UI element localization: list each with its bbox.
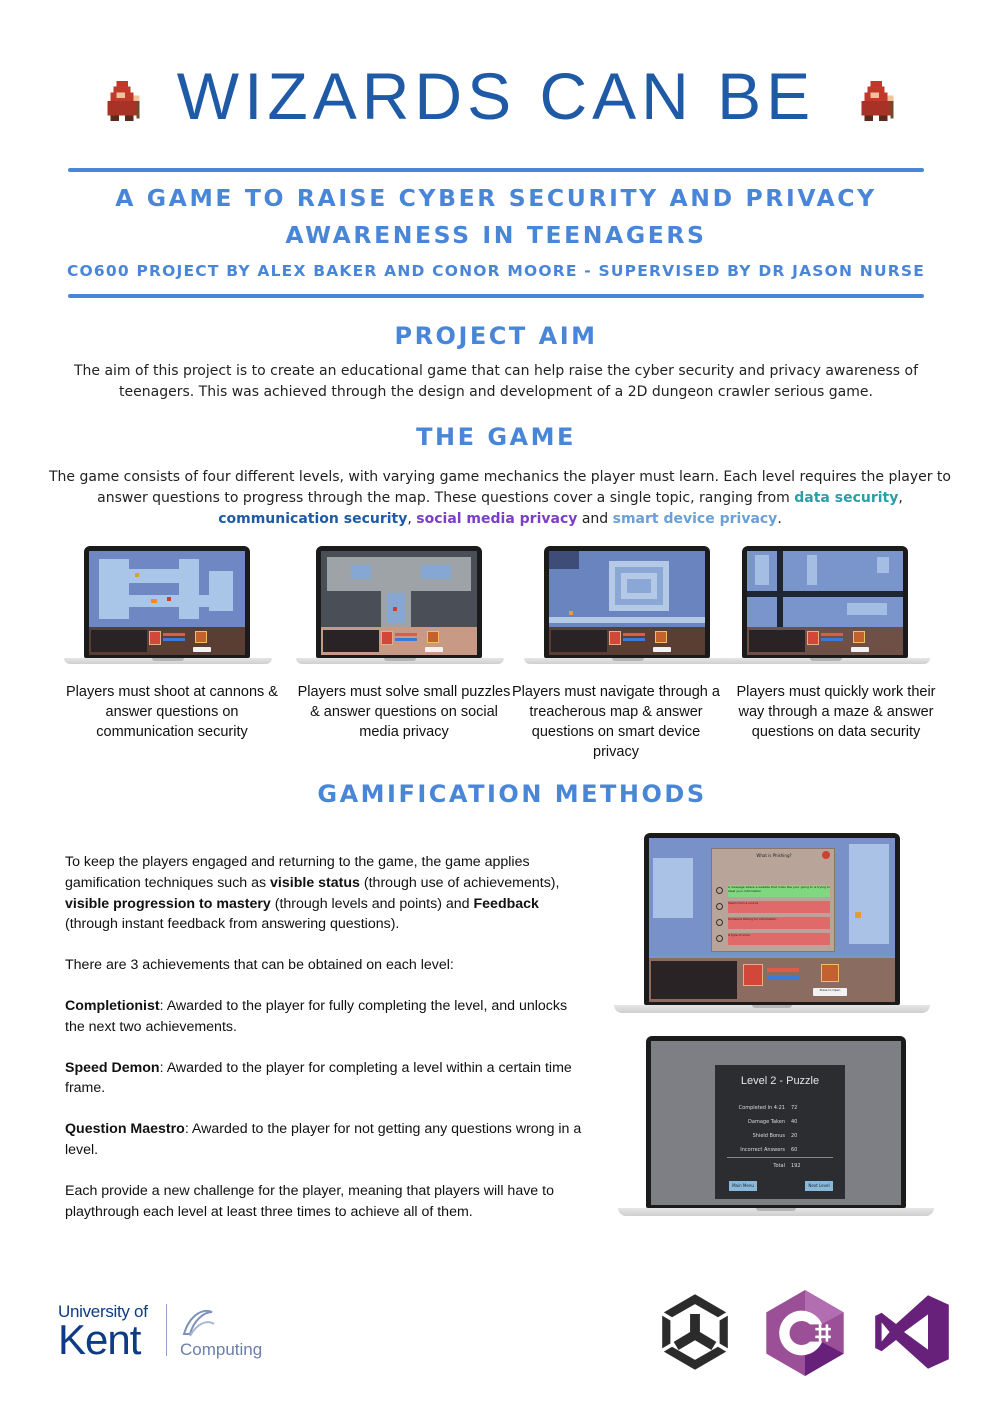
achievement-completionist: Completionist: Awarded to the player for… [65,996,585,1038]
quiz-answer[interactable]: A type of virus [728,933,830,945]
achievement-desc: : Awarded to the player for fully comple… [65,997,568,1035]
results-value: 40 [791,1119,798,1125]
visual-studio-logo-icon [875,1295,949,1369]
results-value: 60 [791,1147,798,1153]
csharp-logo-icon [766,1290,844,1376]
results-value: 72 [791,1105,798,1111]
level-4-caption: Players must quickly work their way thro… [736,684,936,740]
computing-swirl-icon [182,1309,215,1337]
the-game-heading: THE GAME [416,423,576,451]
gamification-text: To keep the players engaged and returnin… [65,852,585,1242]
term-feedback: Feedback [473,895,539,912]
level-3-screenshot [524,546,732,666]
department-name: Computing [180,1340,263,1359]
project-byline: CO600 PROJECT BY ALEX BAKER AND CONOR MO… [66,262,926,280]
project-aim-text: The aim of this project is to create an … [73,363,919,400]
results-label: Damage Taken [748,1119,785,1125]
results-panel: Level 2 - Puzzle Completed In 4:21 72 Da… [715,1065,845,1199]
level-4-screenshot [722,546,930,666]
intro-text: (through use of achievements), [359,874,560,891]
topic-smart-device-privacy: smart device privacy [612,511,778,527]
level-2-caption: Players must solve small puzzles & answe… [297,684,511,740]
results-value: 20 [791,1133,798,1139]
main-menu-button[interactable]: Main Menu [729,1181,757,1191]
achievement-speed-demon: Speed Demon: Awarded to the player for c… [65,1058,585,1100]
university-of-kent-logo: University of Kent [58,1302,148,1363]
achievement-name: Speed Demon [65,1059,160,1076]
results-label: Incorrect Answers [740,1147,785,1153]
level-2-map [321,551,477,631]
logo-divider [166,1304,167,1356]
and-word: and [581,511,609,527]
quiz-screenshot: What is Phishing? A message where a webs… [614,833,930,1015]
achievement-name: Question Maestro [65,1121,185,1138]
divider-top [68,168,924,172]
quiz-answer[interactable]: Someone fishing for information [728,917,830,929]
results-label: Completed In 4:21 [738,1105,785,1111]
results-screenshot: Level 2 - Puzzle Completed In 4:21 72 Da… [618,1036,934,1218]
achievement-desc: : Awarded to the player for completing a… [65,1059,572,1097]
level-4-map [747,551,903,631]
separator: , [407,511,412,527]
gamification-closing: Each provide a new challenge for the pla… [65,1182,554,1220]
topic-social-media-privacy: social media privacy [416,511,578,527]
the-game-text: The game consists of four different leve… [40,467,960,530]
level-3-map [549,551,705,631]
full-stop: . [777,511,782,527]
achievement-question-maestro: Question Maestro: Awarded to the player … [65,1119,585,1161]
divider-bottom [68,294,924,298]
topic-data-security: data security [794,490,899,506]
poster-title: WIZARDS CAN BE [176,59,816,133]
results-total-value: 192 [791,1163,801,1169]
university-line1: University of [58,1302,148,1321]
intro-text: (through levels and points) and [270,895,474,912]
wizard-sprite-icon [107,80,140,122]
results-total-label: Total [773,1163,785,1169]
unity-logo-icon [662,1294,728,1370]
quiz-question-title: What is Phishing? [756,853,792,858]
quiz-answer[interactable]: Spam from a source [728,901,830,913]
intro-text: To keep the players engaged and returnin… [65,854,530,891]
level-1-caption: Players must shoot at cannons & answer q… [66,684,278,740]
achievement-name: Completionist [65,997,160,1014]
level-3-caption: Players must navigate through a treacher… [512,684,720,760]
the-game-text-intro: The game consists of four different leve… [49,469,951,506]
close-icon[interactable] [822,851,830,859]
level-2-screenshot [296,546,504,666]
project-aim-heading: PROJECT AIM [394,322,598,350]
separator: , [898,490,903,506]
radio-icon [716,887,723,894]
university-line2: Kent [58,1316,141,1363]
achievement-desc: : Awarded to the player for not getting … [65,1121,582,1158]
results-title: Level 2 - Puzzle [740,1075,820,1087]
gamification-intro: To keep the players engaged and returnin… [65,852,585,935]
topic-communication-security: communication security [218,511,408,527]
quiz-answer-correct[interactable]: A message where a website that looks lik… [728,885,830,897]
press-to-open-button[interactable]: Press to Open [813,988,847,996]
wizard-sprite-icon [861,80,894,122]
quiz-dialog: What is Phishing? A message where a webs… [711,848,835,952]
radio-icon [716,919,723,926]
term-visible-status: visible status [270,874,360,891]
next-level-button[interactable]: Next Level [805,1181,833,1191]
intro-text: (through instant feedback from answering… [65,916,400,933]
poster-subtitle: A GAME TO RAISE CYBER SECURITY AND PRIVA… [115,184,877,249]
level-1-map [89,551,245,631]
term-visible-progression: visible progression to mastery [65,895,271,912]
radio-icon [716,903,723,910]
results-label: Shield Bonus [752,1133,785,1139]
achievements-intro: There are 3 achievements that can be obt… [65,957,454,974]
level-1-screenshot [64,546,272,666]
radio-icon [716,935,723,942]
gamification-heading: GAMIFICATION METHODS [317,780,707,808]
results-divider [727,1157,833,1158]
